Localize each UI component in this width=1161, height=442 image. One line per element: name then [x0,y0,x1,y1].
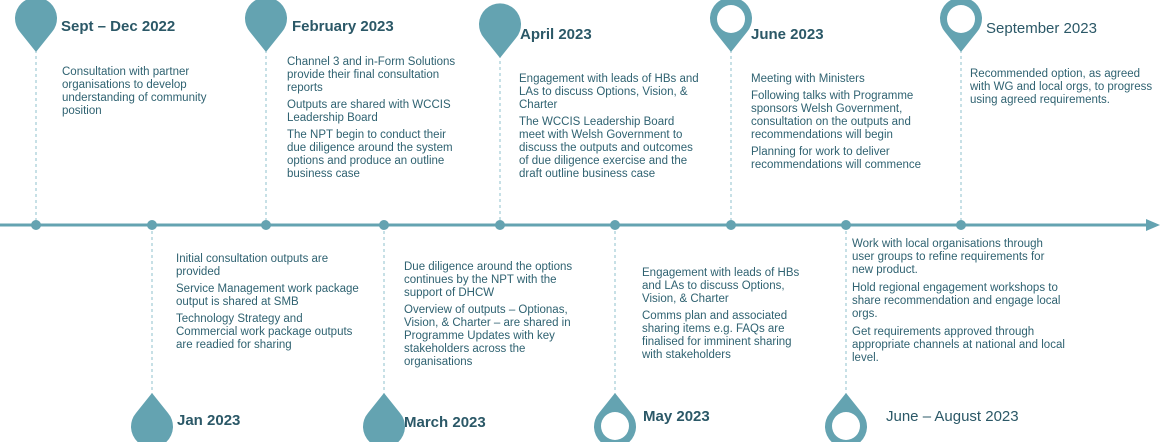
pin-marker-april-2023 [479,3,521,58]
detail-item: Technology Strategy and Commercial work … [176,313,353,351]
detail-item: Recommended option, as agreed with WG an… [970,68,1153,106]
milestone-details-june-aug-2023: Work with local organisations through us… [852,238,1068,370]
axis-dot-may-2023 [610,220,620,230]
axis-dot-june-2023 [726,220,736,230]
detail-item: Outputs are shared with WCCIS Leadership… [287,99,451,124]
detail-item: Channel 3 and in-Form Solutions provide … [287,56,456,94]
milestone-details-sept-2023: Recommended option, as agreed with WG an… [970,68,1154,111]
detail-item: The NPT begin to conduct their due dilig… [287,129,453,180]
detail-item: Get requirements approved through approp… [852,326,1065,364]
drop-marker-jan-2023 [131,393,173,442]
detail-item: Following talks with Programme sponsors … [751,90,914,141]
axis-dot-sept-dec-2022 [31,220,41,230]
axis-dot-jan-2023 [147,220,157,230]
drop-marker-march-2023 [363,393,405,442]
drop-marker-june-aug-2023 [825,393,867,442]
milestone-label-june-2023: June 2023 [751,26,824,43]
pin-marker-sept-2023 [940,0,982,52]
detail-item: Work with local organisations through us… [852,238,1045,276]
axis-dot-feb-2023 [261,220,271,230]
milestone-label-may-2023: May 2023 [643,408,710,425]
axis-dot-sept-2023 [956,220,966,230]
detail-item: Engagement with leads of HBs and LAs to … [519,73,699,111]
detail-item: Planning for work to deliver recommendat… [751,146,922,171]
milestone-label-march-2023: March 2023 [404,414,486,431]
milestone-details-jan-2023: Initial consultation outputs are provide… [176,253,360,356]
milestone-label-june-aug-2023: June – August 2023 [886,408,1019,425]
drop-marker-may-2023 [594,393,636,442]
pin-marker-june-2023 [710,0,752,52]
detail-item: Consultation with partner organisations … [62,66,207,117]
milestone-details-june-2023: Meeting with Ministers Following talks w… [751,73,927,176]
milestone-label-sept-dec-2022: Sept – Dec 2022 [61,18,176,35]
milestone-label-jan-2023: Jan 2023 [177,412,241,429]
detail-item: Initial consultation outputs are provide… [176,253,329,278]
milestone-details-may-2023: Engagement with leads of HBs and LAs to … [642,267,804,366]
milestone-details-march-2023: Due diligence around the options continu… [404,261,582,373]
milestone-details-april-2023: Engagement with leads of HBs and LAs to … [519,73,701,185]
milestone-details-sept-dec-2022: Consultation with partner organisations … [62,66,232,122]
axis-dot-june-aug-2023 [841,220,851,230]
detail-item: Comms plan and associated sharing items … [642,310,792,361]
milestone-details-feb-2023: Channel 3 and in-Form Solutions provide … [287,56,463,185]
detail-item: Hold regional engagement workshops to sh… [852,282,1061,320]
pin-marker-sept-dec-2022 [15,0,57,52]
axis-dot-march-2023 [379,220,389,230]
axis-dot-april-2023 [495,220,505,230]
detail-item: Meeting with Ministers [751,73,865,85]
milestone-label-april-2023: April 2023 [520,26,592,43]
pin-marker-feb-2023 [245,0,287,52]
milestone-label-feb-2023: February 2023 [292,18,394,35]
detail-item: The WCCIS Leadership Board meet with Wel… [519,116,693,180]
detail-item: Engagement with leads of HBs and LAs to … [642,267,800,305]
milestone-label-sept-2023: September 2023 [986,20,1097,37]
timeline-arrowhead [1146,219,1160,231]
detail-item: Service Management work package output i… [176,283,359,308]
detail-item: Due diligence around the options continu… [404,261,573,299]
detail-item: Overview of outputs – Optionas, Vision, … [404,304,571,368]
